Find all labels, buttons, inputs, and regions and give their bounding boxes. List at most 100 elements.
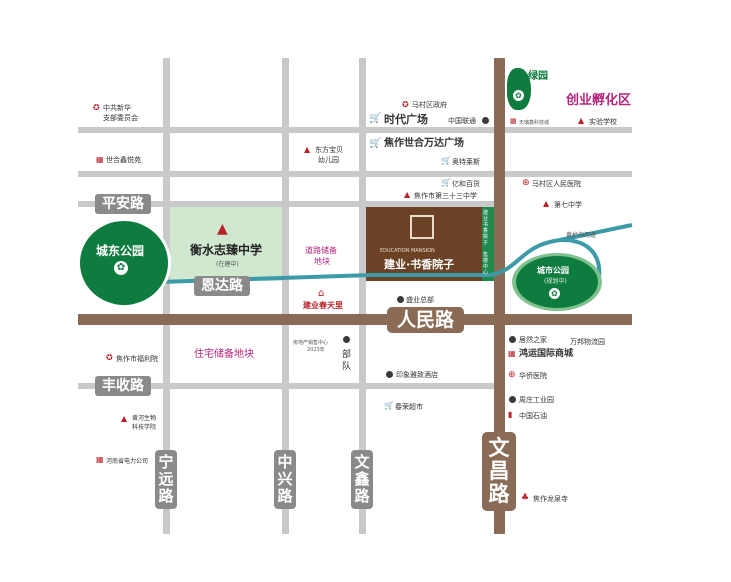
school-sublabel: (在建中): [216, 261, 239, 268]
project-side-sign-2: 售楼中心: [483, 252, 489, 276]
road-renmin: [78, 314, 632, 325]
poi-dongfang-1: 东方宝贝: [315, 146, 343, 154]
cart-icon-wanda: 🛒: [369, 138, 382, 149]
road-label-wenchang: 文昌路: [482, 432, 516, 511]
poi-school33: 焦作市第三十三中学: [414, 192, 477, 200]
school-icon-shiyan: ▲: [578, 116, 585, 125]
school-block: [170, 207, 282, 281]
project-en: EDUCATION MANSION: [380, 248, 435, 254]
project-side-sign-1: 建业书香院子: [483, 210, 489, 246]
poi-chunrong: 春荣超市: [395, 403, 423, 411]
dot-icon-budui: [343, 336, 350, 343]
dot-icon-juran: [509, 336, 516, 343]
poi-huanghe-1: 黄河生物: [132, 415, 157, 422]
project-block[interactable]: [366, 207, 482, 281]
poi-shengchan-sub: 2023年: [307, 347, 325, 353]
park-label-city-sub: (规划中): [544, 278, 567, 285]
road-ningyuan: [163, 58, 170, 534]
cart-icon-aotelai: 🛒: [441, 156, 451, 165]
building-icon-tianrui: ▦: [510, 117, 517, 125]
dot-icon-unicom: [482, 117, 489, 124]
reserve-top-label-2: 地块: [314, 257, 330, 266]
cart-icon-times: 🛒: [369, 113, 382, 124]
home-icon-chunli: ⌂: [318, 288, 325, 299]
poi-sinopec: 中国石油: [519, 412, 547, 420]
poi-juran: 居然之家: [519, 336, 547, 344]
project-side-sign: [482, 207, 494, 281]
road-wenxin: [359, 58, 366, 534]
poi-wanda: 焦作世合万达广场: [384, 138, 464, 149]
road-label-fengshou: 丰收路: [95, 376, 151, 396]
poi-huaqiao: 华侨医院: [519, 372, 547, 380]
temple-icon: ♣: [521, 493, 530, 503]
road-label-ningyuan: 宁远路: [155, 450, 177, 509]
poi-shiyan: 实验学校: [589, 118, 617, 126]
gov-icon-macun: ✪: [402, 100, 409, 109]
poi-wanna: 万邦物流园: [570, 338, 605, 346]
poi-yihe: 亿和百货: [452, 180, 480, 188]
road-label-renmin: 人民路: [387, 307, 465, 333]
reserve-top-label-1: 道路储备: [305, 246, 337, 255]
gov-icon: ✪: [93, 103, 100, 112]
park-icon-chengdong: ✿: [114, 261, 128, 275]
dot-icon-shengye: [397, 296, 404, 303]
building-icon-hongyun: ▦: [508, 349, 516, 358]
park-city[interactable]: [516, 256, 598, 308]
poi-welfare: 焦作市福利院: [116, 355, 158, 363]
school-label: 衡水志臻中学: [190, 243, 263, 257]
poi-huanghe-2: 科技学院: [132, 424, 157, 431]
poi-macun-gov: 马村区政府: [412, 101, 447, 109]
gov-icon-welfare: ✪: [106, 353, 113, 362]
building-icon-power: ▦: [96, 455, 104, 464]
building-icon: ▦: [96, 155, 104, 164]
poi-shengchan: 房地产销售中心: [293, 340, 329, 346]
cart-icon-chunrong: 🛒: [384, 401, 394, 410]
road-top: [78, 127, 632, 133]
poi-budui-2: 队: [342, 362, 352, 372]
poi-longquan: 焦作龙泉寺: [533, 495, 568, 503]
poi-hongyun: 鸿运国际商城: [519, 349, 574, 359]
poi-yinxiang: 印象雅致酒店: [396, 371, 438, 379]
poi-jianye-chunli: 建业春天里: [303, 301, 343, 310]
poi-budui-1: 部: [342, 350, 352, 360]
poi-china-unicom: 中国联通: [448, 117, 476, 125]
fuel-icon: ▮: [508, 410, 513, 419]
cart-icon-yihe: 🛒: [441, 178, 451, 187]
road-label-wenxin: 文鑫路: [351, 450, 373, 509]
road-label-enda: 恩达路: [194, 276, 250, 296]
road-pingan: [78, 201, 498, 207]
school-icon-33: ▲: [404, 190, 411, 199]
poi-zhouzhuang: 周庄工业园: [519, 396, 554, 404]
park-icon-lvyuan: ✿: [513, 90, 524, 101]
park-label-lvyuan: 绿园: [528, 71, 548, 82]
incubator-label: 创业孵化区: [566, 93, 632, 108]
park-label-city: 城市公园: [537, 266, 569, 275]
road-label-zhongxing: 中兴路: [274, 450, 296, 509]
poi-power: 河南省电力公司: [106, 458, 149, 465]
school-icon-huanghe: ▲: [121, 414, 128, 423]
hospital-icon-huaqiao: ⊕: [508, 370, 516, 380]
poi-shengye: 盛业总部: [406, 296, 434, 304]
poi-shijinjiayue: 世合鑫悦苑: [106, 156, 141, 164]
road-second: [78, 171, 632, 177]
park-lvyuan[interactable]: [507, 68, 531, 110]
dot-icon-zhouzhuang: [509, 396, 516, 403]
poi-aotelai: 奥特莱斯: [452, 158, 480, 166]
project-name: 建业·书香院子: [384, 258, 455, 271]
poi-macun-hospital: 马村区人民医院: [532, 180, 581, 188]
road-zhongxing: [282, 58, 289, 534]
school-cap-icon: ▲: [217, 221, 228, 237]
poi-dongfang-2: 幼儿园: [318, 156, 339, 164]
school-icon-7: ▲: [543, 199, 550, 208]
poi-tianruixin: 天瑞鑫科技城: [519, 120, 550, 126]
dot-icon-yinxiang: [386, 371, 393, 378]
road-fengshou: [78, 383, 498, 389]
reserve-bottom-label: 住宅储备地块: [194, 349, 254, 360]
road-label-pingan: 平安路: [95, 194, 151, 214]
park-icon-city: ✿: [549, 288, 560, 299]
school-icon-dongfang: ▲: [304, 145, 311, 154]
poi-times-square: 时代广场: [384, 113, 428, 126]
hospital-icon-macun: ⊕: [522, 178, 530, 188]
road-wenchang: [494, 58, 505, 534]
